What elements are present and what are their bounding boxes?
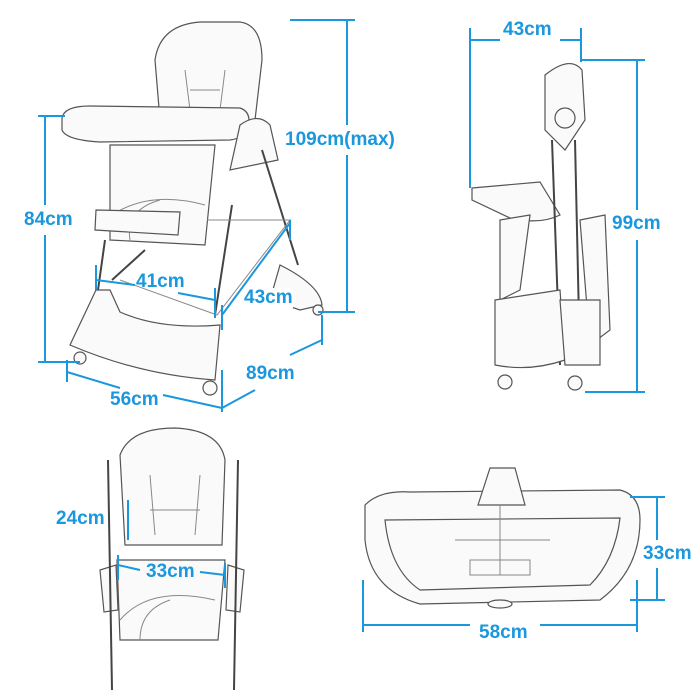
high-chair-front-view: [61, 21, 324, 396]
side-width-label: 43cm: [503, 19, 552, 40]
tray-view: [364, 467, 641, 609]
tray-width-label: 58cm: [479, 622, 528, 643]
dimension-lines-side: [469, 28, 645, 393]
depth-label: 89cm: [246, 363, 295, 384]
height-max-label: 109cm(max): [285, 129, 395, 150]
width-label: 56cm: [110, 389, 159, 410]
seat-width-label: 41cm: [136, 271, 185, 292]
height-label: 84cm: [24, 209, 73, 230]
high-chair-side-view: [471, 63, 611, 391]
dimension-lines-front: [38, 19, 355, 412]
dimension-lines-tray: [362, 496, 665, 632]
seat-detail-width-label: 33cm: [146, 561, 195, 582]
high-chair-seat-view: [99, 427, 245, 691]
side-height-label: 99cm: [612, 213, 661, 234]
dimension-lines-seat: [117, 500, 226, 588]
backrest-height-label: 24cm: [56, 508, 105, 529]
tray-depth-label: 33cm: [643, 543, 692, 564]
seat-depth-label: 43cm: [244, 287, 293, 308]
